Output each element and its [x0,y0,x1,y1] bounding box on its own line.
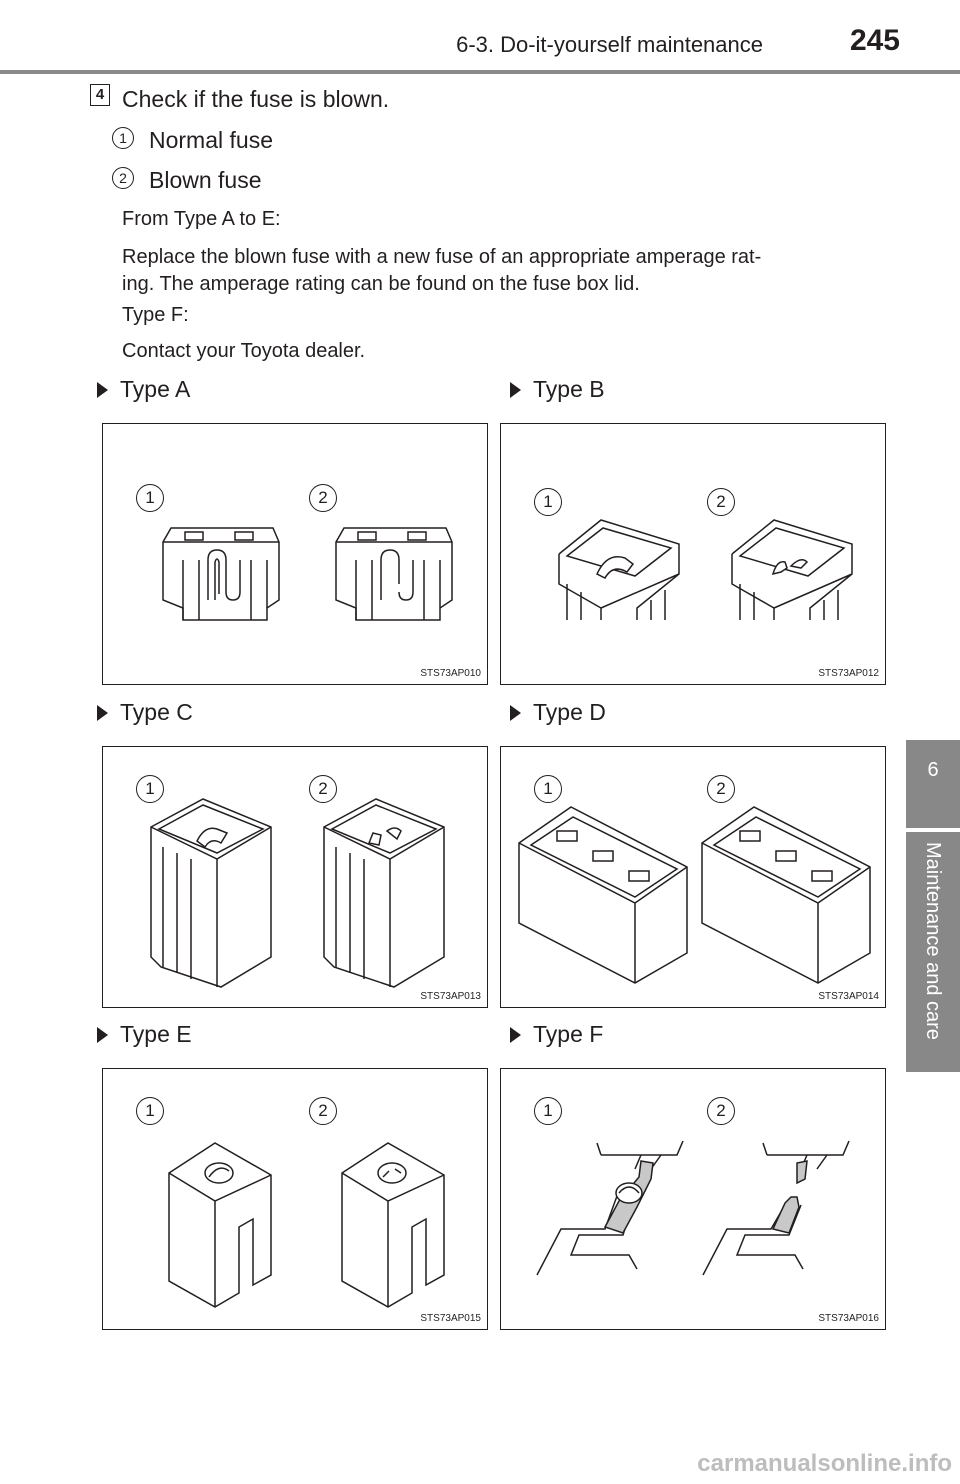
normal-fuse-a [162,527,280,621]
watermark: carmanualsonline.info [697,1450,952,1477]
callout-1: 1 [534,488,562,516]
callout-2: 2 [707,775,735,803]
figure-code: STS73AP016 [818,1313,879,1324]
figure-type-a: 1 2 STS73AP010 [102,423,488,685]
step-instruction: Check if the fuse is blown. [122,86,390,112]
para-type-f: Type F: [122,304,189,326]
triangle-bullet-icon [510,382,521,398]
normal-fuse-b [558,519,680,620]
fuse-type-f-illustration [536,1140,850,1276]
callout-2: 2 [309,484,337,512]
callout-2: 2 [707,488,735,516]
callout-2: 2 [309,1097,337,1125]
type-e-label: Type E [97,1021,192,1048]
type-d-label: Type D [510,699,606,726]
item-number-1: 1 [112,127,134,149]
item-label-blown-fuse: Blown fuse [149,167,262,193]
para-replace-line-1: Replace the blown fuse with a new fuse o… [122,246,762,268]
para-contact-dealer: Contact your Toyota dealer. [122,340,366,362]
callout-1: 1 [534,1097,562,1125]
triangle-bullet-icon [97,1027,108,1043]
blown-fuse-f [702,1140,850,1276]
blown-fuse-d [701,806,871,984]
fuse-type-a-illustration [162,527,453,621]
blown-fuse-b [731,519,853,620]
page-number: 245 [849,24,900,57]
figure-type-e: 1 2 STS73AP015 [102,1068,488,1330]
callout-1: 1 [136,1097,164,1125]
normal-fuse-e [168,1142,272,1308]
triangle-bullet-icon [97,382,108,398]
figure-type-b: 1 2 STS73AP012 [500,423,886,685]
chapter-tab-label[interactable]: Maintenance and care [906,832,960,1072]
fuse-type-d-illustration [518,806,871,984]
blown-fuse-c [323,798,445,988]
normal-fuse-c [150,798,272,988]
callout-1: 1 [136,484,164,512]
figure-type-f: 1 2 STS73AP016 [500,1068,886,1330]
figure-code: STS73AP013 [420,991,481,1002]
type-a-label: Type A [97,376,190,403]
figure-code: STS73AP010 [420,668,481,679]
figure-code: STS73AP012 [818,668,879,679]
chapter-tab-number[interactable]: 6 [906,740,960,828]
callout-2: 2 [707,1097,735,1125]
normal-fuse-f [536,1140,684,1276]
triangle-bullet-icon [97,705,108,721]
para-type-a-to-e: From Type A to E: [122,208,281,230]
fuse-type-c-illustration [150,798,445,988]
callout-1: 1 [534,775,562,803]
triangle-bullet-icon [510,705,521,721]
item-number-2: 2 [112,167,134,189]
fuse-type-b-illustration [558,519,853,620]
header-rule [0,70,960,74]
blown-fuse-a [335,527,453,621]
fuse-type-e-illustration [168,1142,445,1308]
type-f-label: Type F [510,1021,603,1048]
figure-type-c: 1 2 STS73AP013 [102,746,488,1008]
blown-fuse-e [341,1142,445,1308]
figure-type-d: 1 2 STS73AP014 [500,746,886,1008]
para-replace-line-2: ing. The amperage rating can be found on… [122,273,640,295]
section-title: 6-3. Do-it-yourself maintenance [456,32,763,57]
item-label-normal-fuse: Normal fuse [149,127,273,153]
type-c-label: Type C [97,699,193,726]
normal-fuse-d [518,806,688,984]
figure-code: STS73AP015 [420,1313,481,1324]
triangle-bullet-icon [510,1027,521,1043]
type-b-label: Type B [510,376,605,403]
step-number-box: 4 [90,84,110,106]
callout-2: 2 [309,775,337,803]
chapter-tab-text: Maintenance and care [922,842,944,1040]
callout-1: 1 [136,775,164,803]
figure-code: STS73AP014 [818,991,879,1002]
